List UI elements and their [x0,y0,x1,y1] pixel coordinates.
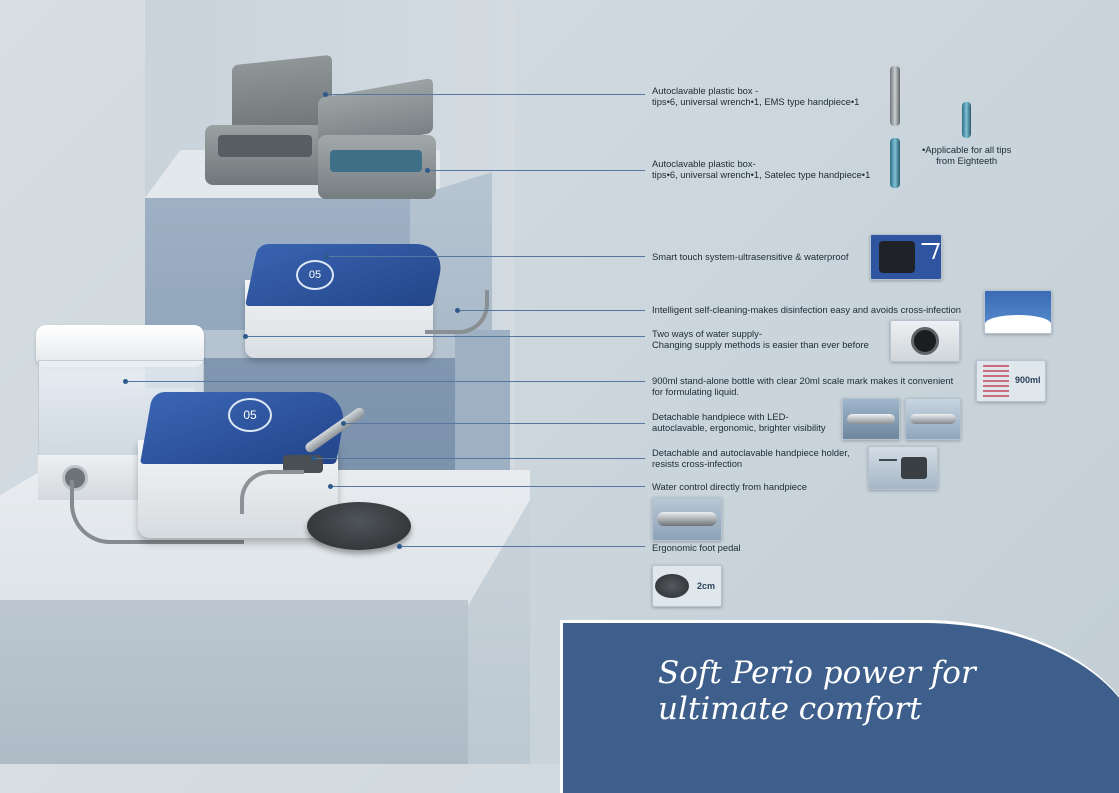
caption-holder: Detachable and autoclavable handpiece ho… [652,447,850,469]
caption-handpiece-line1: Detachable handpiece with LED- [652,411,789,422]
leader-holder [313,458,645,459]
caption-bottle: 900ml stand-alone bottle with clear 20ml… [652,375,953,397]
caption-water-supply-line1: Two ways of water supply- [652,328,762,339]
handpiece-detach-icon [910,414,956,424]
caption-box-satelec-line2: tips•6, universal wrench•1, Satelec type… [652,169,871,180]
middle-scaler-display: 05 [296,260,334,290]
caption-water-supply-line2: Changing supply methods is easier than e… [652,339,869,350]
thumb-handpiece-led [842,398,900,440]
caption-handpiece: Detachable handpiece with LED- autoclava… [652,411,826,433]
thumb-foot-pedal: 2cm [652,565,722,607]
handpiece-led-icon [847,414,895,424]
water-tube [70,480,244,544]
scale-bottle-icon [983,365,1009,397]
pedal-height-label: 2cm [697,581,716,591]
water-control-icon [657,512,717,526]
caption-water-control: Water control directly from handpiece [652,481,807,492]
dot-box-satelec [425,168,430,173]
dot-self-cleaning [455,308,460,313]
caption-bottle-line1: 900ml stand-alone bottle with clear 20ml… [652,375,954,386]
thumb-bottle: 900ml [976,360,1046,402]
arrow-left-icon [879,459,897,461]
caption-tips-note: •Applicable for all tips from Eighteeth [922,144,1011,166]
caption-box-ems: Autoclavable plastic box - tips•6, unive… [652,85,859,107]
caption-box-satelec: Autoclavable plastic box- tips•6, univer… [652,158,870,180]
caption-box-ems-line1: Autoclavable plastic box - [652,85,759,96]
dot-bottle [123,379,128,384]
leader-smart-touch [326,256,645,257]
leader-handpiece [343,423,645,424]
ems-box-tools [218,135,312,157]
caption-holder-line2: resists cross-infection [652,458,743,469]
leader-water-supply [245,336,645,337]
leader-bottle [125,381,645,382]
caption-bottle-line2: for formulating liquid. [652,386,740,397]
thumb-holder [868,446,938,490]
thumb-water-control [652,497,722,541]
middle-scaler-panel [245,244,447,306]
slogan-text: Soft Perio power for ultimate comfort [658,655,976,727]
caption-box-satelec-line1: Autoclavable plastic box- [652,158,756,169]
ems-tip-image [890,66,900,126]
front-display-value: 05 [243,408,257,422]
caption-tips-line1: •Applicable for all tips [922,144,1012,155]
dot-water-control [328,484,333,489]
handpiece-cable [240,470,304,514]
front-scaler-display: 05 [228,398,272,432]
front-pedestal-front [0,600,468,764]
water-connector-icon [911,327,939,355]
bottle-volume-label: 900ml [1015,375,1041,385]
caption-tips-line2: from Eighteeth [936,155,998,166]
caption-self-cleaning: Intelligent self-cleaning-makes disinfec… [652,304,962,315]
slogan-line1: Soft Perio power for [658,655,976,691]
touch-panel-icon [879,241,915,273]
leader-box-satelec [427,170,645,171]
thumb-water-supply [890,320,960,362]
caption-water-supply: Two ways of water supply- Changing suppl… [652,328,869,350]
thumb-smart-touch [870,234,942,280]
scaler-tip-image [962,102,971,138]
thumb-self-cleaning [984,290,1052,334]
caption-handpiece-line2: autoclavable, ergonomic, brighter visibi… [652,422,826,433]
leader-box-ems [325,94,645,95]
dot-water-supply [243,334,248,339]
holder-icon [901,457,927,479]
foot-pedal [307,502,411,550]
dot-handpiece [341,421,346,426]
caption-foot-pedal: Ergonomic foot pedal [652,542,741,553]
dot-smart-touch [324,254,329,259]
slogan-line2: ultimate comfort [658,691,922,727]
caption-holder-line1: Detachable and autoclavable handpiece ho… [652,447,850,458]
middle-scaler-cord [425,290,489,334]
foot-pedal-icon [655,574,689,598]
dot-foot-pedal [397,544,402,549]
leader-self-cleaning [457,310,645,311]
satelec-tip-image [890,138,900,188]
leader-foot-pedal [399,546,645,547]
caption-box-ems-line2: tips•6, universal wrench•1, EMS type han… [652,96,860,107]
water-splash-icon [916,243,940,259]
wave-icon [985,315,1051,333]
satelec-box-tools [330,150,422,172]
dot-holder [311,456,316,461]
leader-water-control [330,486,645,487]
thumb-handpiece-detach [905,398,961,440]
dot-box-ems [323,92,328,97]
slogan-banner: Soft Perio power for ultimate comfort [560,620,1119,793]
middle-display-value: 05 [308,269,322,281]
caption-smart-touch: Smart touch system-ultrasensitive & wate… [652,251,849,262]
